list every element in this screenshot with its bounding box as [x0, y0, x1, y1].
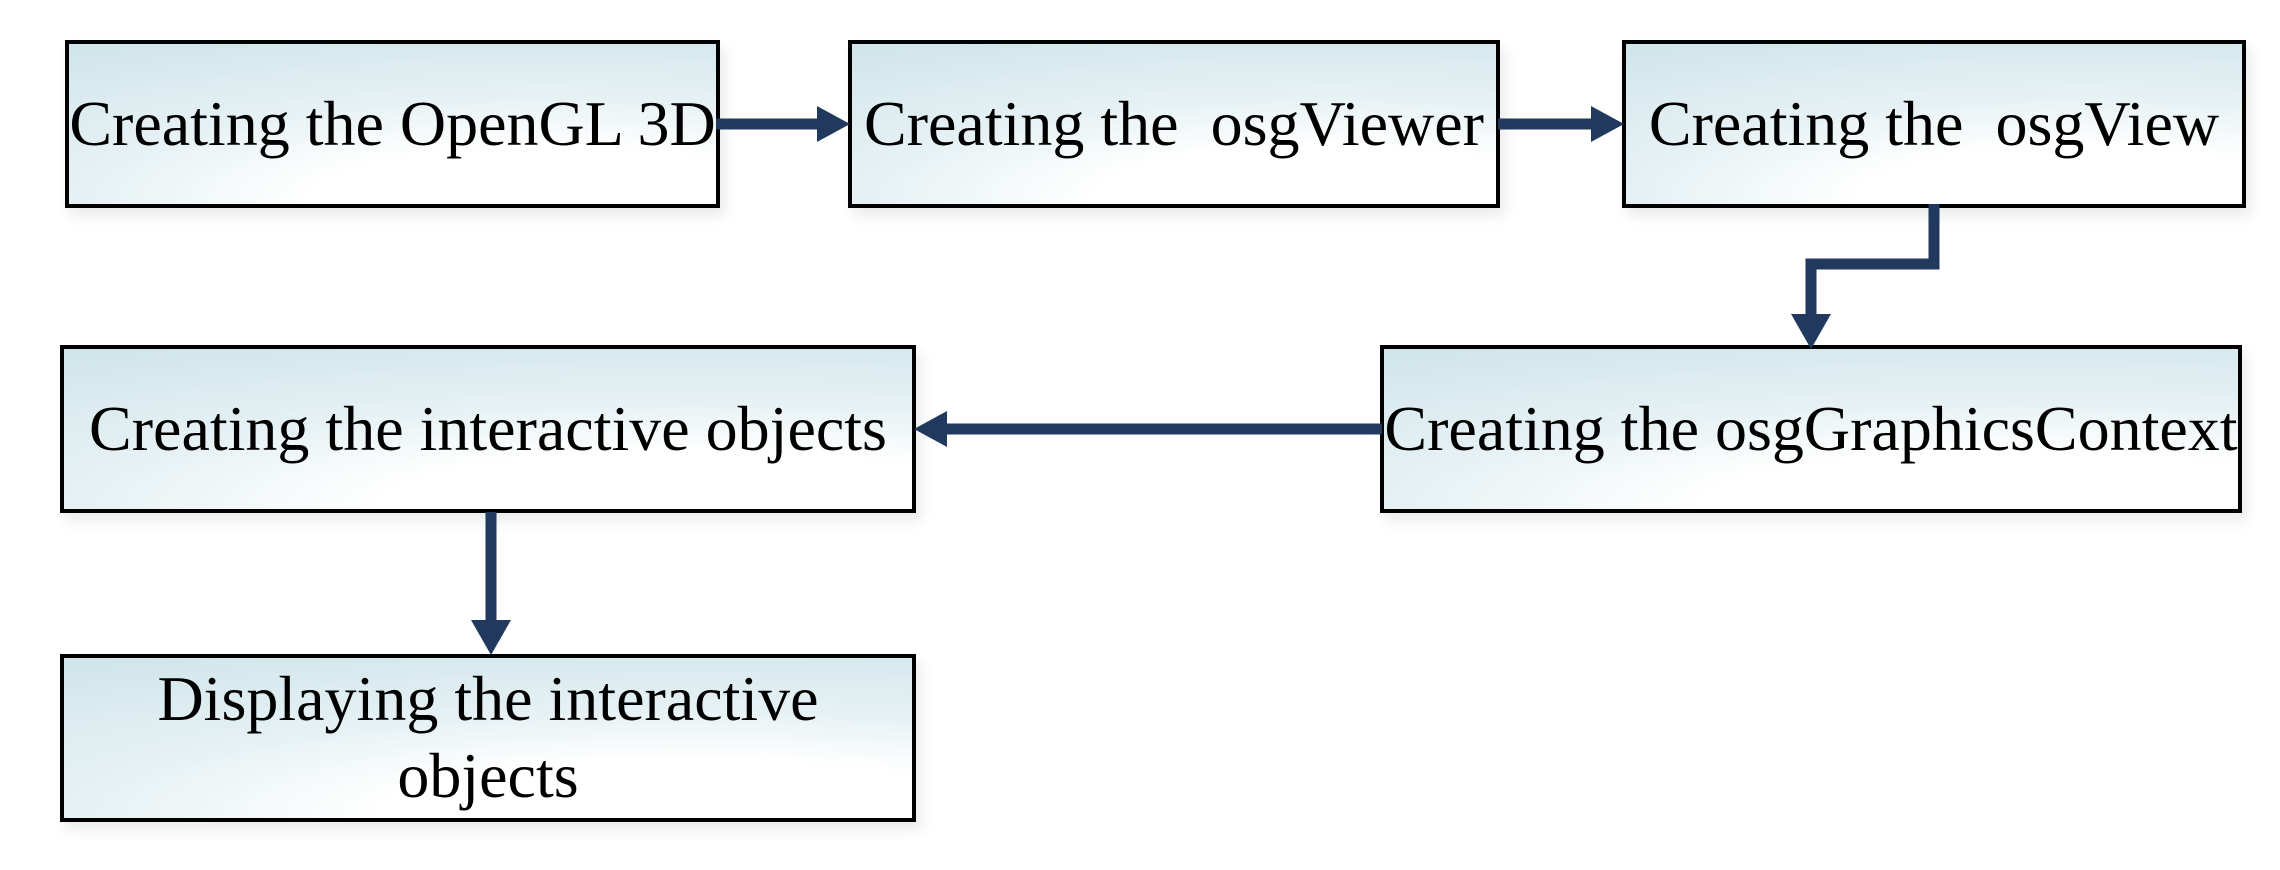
flow-step-label: Displaying the interactive objects: [157, 663, 835, 811]
flow-step-label: Creating the osgGraphicsContext: [1384, 392, 2238, 464]
arrow-opengl-to-osgviewer: [716, 106, 850, 142]
flow-step-osggraphicscontext: Creating the osgGraphicsContext: [1380, 345, 2242, 513]
arrow-osgview-to-osggraphicscontext: [1791, 204, 1940, 349]
flow-step-label: Creating the OpenGL 3D: [69, 87, 716, 159]
flow-step-label: Creating the osgView: [1648, 87, 2220, 159]
flow-step-osgview: Creating the osgView: [1622, 40, 2246, 208]
arrow-interactive-to-displaying-objects: [471, 512, 511, 655]
flow-step-osgviewer: Creating the osgViewer: [848, 40, 1500, 208]
flow-step-opengl-3d: Creating the OpenGL 3D: [65, 40, 720, 208]
flow-step-interactive-objects: Creating the interactive objects: [60, 345, 916, 513]
arrow-osggraphicscontext-to-interactive-objects: [914, 411, 1382, 447]
flow-step-label: Creating the osgViewer: [864, 87, 1484, 159]
flow-step-displaying-objects: Displaying the interactive objects: [60, 654, 916, 822]
flow-step-label: Creating the interactive objects: [89, 392, 887, 464]
arrow-osgviewer-to-osgview: [1498, 106, 1624, 142]
